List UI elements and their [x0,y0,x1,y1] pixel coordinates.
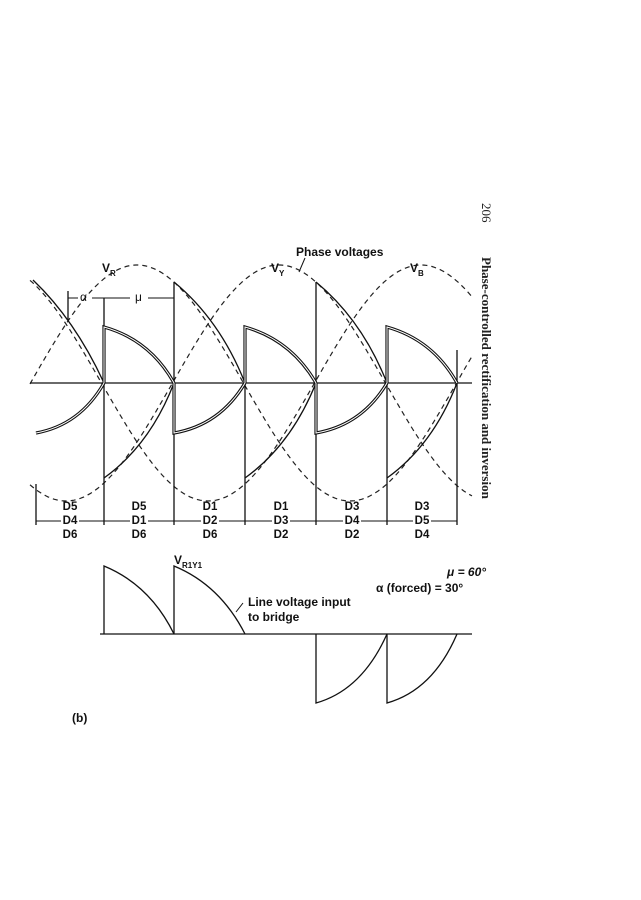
diode-label-bottom: D2 [273,529,289,541]
line-voltage-leader [235,602,244,613]
label-phase-voltages: Phase voltages [296,245,384,259]
diode-label-mid: D4 [342,514,362,528]
phase-voltage-curve-r [29,264,473,502]
interval-boundaries [35,282,458,525]
phase-voltages-leader [298,257,306,273]
diode-label-bottom: D2 [344,529,360,541]
diode-label-top: D5 [62,501,78,513]
diode-label-mid: D5 [412,514,432,528]
running-head-title: Phase-controlled rectification and inver… [479,257,494,499]
diode-label-bottom: D6 [202,529,218,541]
label-alpha: α [80,290,87,304]
label-vy: VY [271,261,285,278]
label-line-voltage-1: Line voltage input [248,595,351,609]
diode-label-top: D5 [131,501,147,513]
label-vb: VB [410,261,424,278]
label-line-voltage-2: to bridge [248,610,300,624]
diode-label-bottom: D6 [62,529,78,541]
diode-label-mid: D1 [129,514,149,528]
panel-label: (b) [72,711,88,725]
output-voltage-solid [32,279,458,479]
diode-label-top: D1 [202,501,218,513]
diode-label-bottom: D6 [131,529,147,541]
label-mu-value: μ = 60° [447,565,487,579]
page-number: 206 [479,203,494,223]
diode-label-mid: D3 [271,514,291,528]
diode-label-bottom: D4 [414,529,430,541]
commutation-waveform-inner [35,326,458,434]
diode-label-top: D3 [344,501,360,513]
diode-label-top: D3 [414,501,430,513]
label-alpha-value: α (forced) = 30° [376,581,464,595]
line-voltage-waveform [103,565,458,704]
running-head: 206 Phase-controlled rectification and i… [478,203,494,499]
label-vr1y1: VR1Y1 [174,553,203,570]
label-vr: VR [102,261,116,278]
diode-label-mid: D4 [60,514,80,528]
diode-label-top: D1 [273,501,289,513]
label-mu: μ [135,290,142,304]
diode-label-mid: D2 [200,514,220,528]
